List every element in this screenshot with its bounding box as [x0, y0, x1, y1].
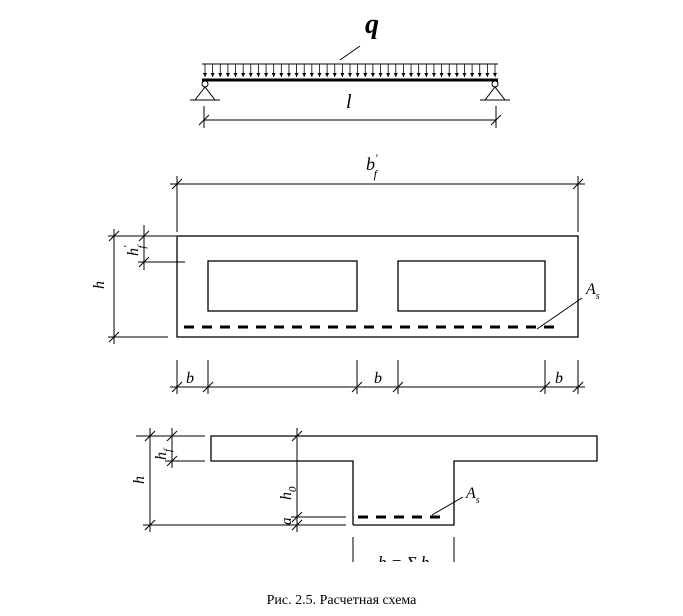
right-support [480, 80, 510, 101]
load-label: q [365, 9, 379, 40]
tee-height-label: h [131, 476, 148, 484]
rebar-label: As [585, 281, 600, 302]
effective-depth-label: h0 [278, 486, 299, 500]
tee-rebar-label: As [465, 485, 480, 506]
section-outline [176, 235, 579, 338]
rib-label-right: b [555, 370, 563, 387]
cover-label: a [279, 518, 295, 526]
left-support [190, 80, 220, 101]
tee-outline [210, 435, 598, 526]
span-label: l [346, 91, 352, 113]
void-right [397, 260, 546, 312]
distributed-load-arrows [203, 64, 497, 77]
rebar-leader-line [536, 297, 583, 330]
void-left [207, 260, 358, 312]
load-leader-line [339, 45, 361, 61]
hollow-core-section: b'f As h h'f b b [91, 151, 600, 394]
tee-rebar-leader-line [431, 496, 464, 516]
height-label: h [91, 281, 108, 289]
crop-mask [300, 562, 500, 590]
tee-flange-label: hf [153, 447, 174, 460]
rib-label-middle: b [374, 370, 382, 387]
figure-caption: Рис. 2.5. Расчетная схема [266, 593, 417, 608]
flange-label: h'f [122, 244, 148, 256]
width-label: b'f [366, 151, 379, 181]
beam-scheme: q l [190, 9, 510, 128]
tee-section: As h hf h0 a b = Σ bi [131, 428, 598, 576]
rib-label-left: b [186, 370, 194, 387]
